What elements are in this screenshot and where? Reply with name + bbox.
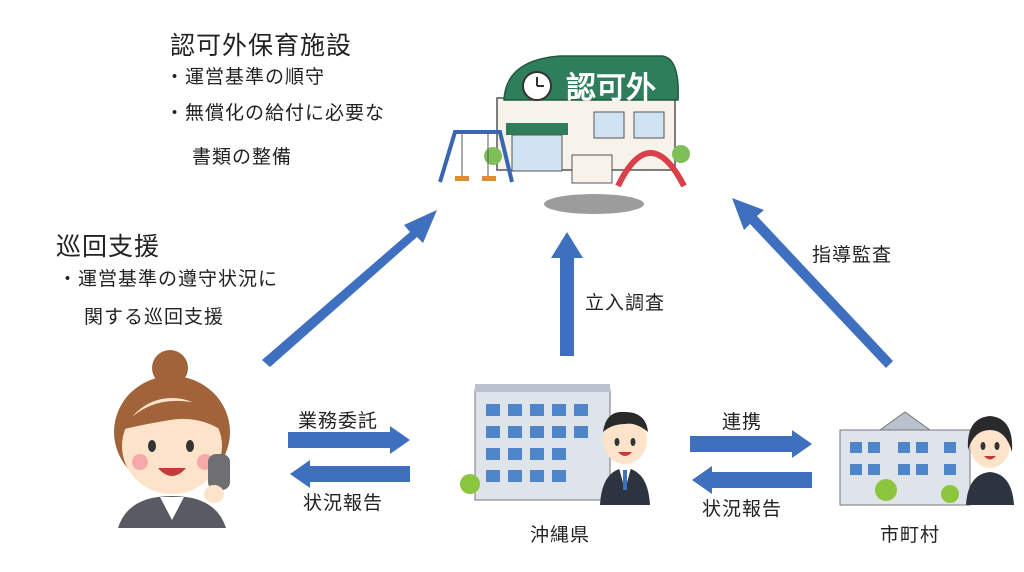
business-consignment-label: 業務委託 xyxy=(298,410,379,432)
arrow-status-report-left xyxy=(290,460,410,488)
nursery-facility-illustration xyxy=(438,55,690,214)
patrol-bullet-continuation: 関する巡回支援 xyxy=(84,306,225,328)
status-report-left-label: 状況報告 xyxy=(303,492,384,514)
municipality-label: 市町村 xyxy=(880,524,941,546)
prefecture-building-illustration xyxy=(460,384,650,505)
facility-sign-text: 認可外 xyxy=(566,71,656,106)
facility-title: 認可外保育施設 xyxy=(170,31,353,60)
arrow-consignment xyxy=(288,426,410,454)
status-report-right-label: 状況報告 xyxy=(702,498,783,520)
patrol-bullet: ・運営基準の遵守状況に xyxy=(58,268,279,290)
patrol-title: 巡回支援 xyxy=(56,232,161,261)
facility-bullet-2: ・無償化の給付に必要な xyxy=(165,102,386,124)
onsite-inspection-label: 立入調査 xyxy=(585,292,666,314)
support-operator-illustration xyxy=(114,350,230,528)
facility-bullet-1: ・運営基準の順守 xyxy=(165,66,326,88)
facility-bullet-2-continuation: 書類の整備 xyxy=(192,146,293,168)
arrow-to-facility-left xyxy=(262,210,437,367)
arrow-status-report-right xyxy=(692,466,812,494)
arrow-cooperation xyxy=(690,430,812,458)
arrow-to-facility-center xyxy=(551,232,583,356)
municipality-building-illustration xyxy=(839,411,1014,506)
prefecture-label: 沖縄県 xyxy=(530,524,591,546)
cooperation-label: 連携 xyxy=(722,411,763,433)
guidance-audit-label: 指導監査 xyxy=(812,244,893,266)
arrow-to-facility-right xyxy=(732,198,893,368)
